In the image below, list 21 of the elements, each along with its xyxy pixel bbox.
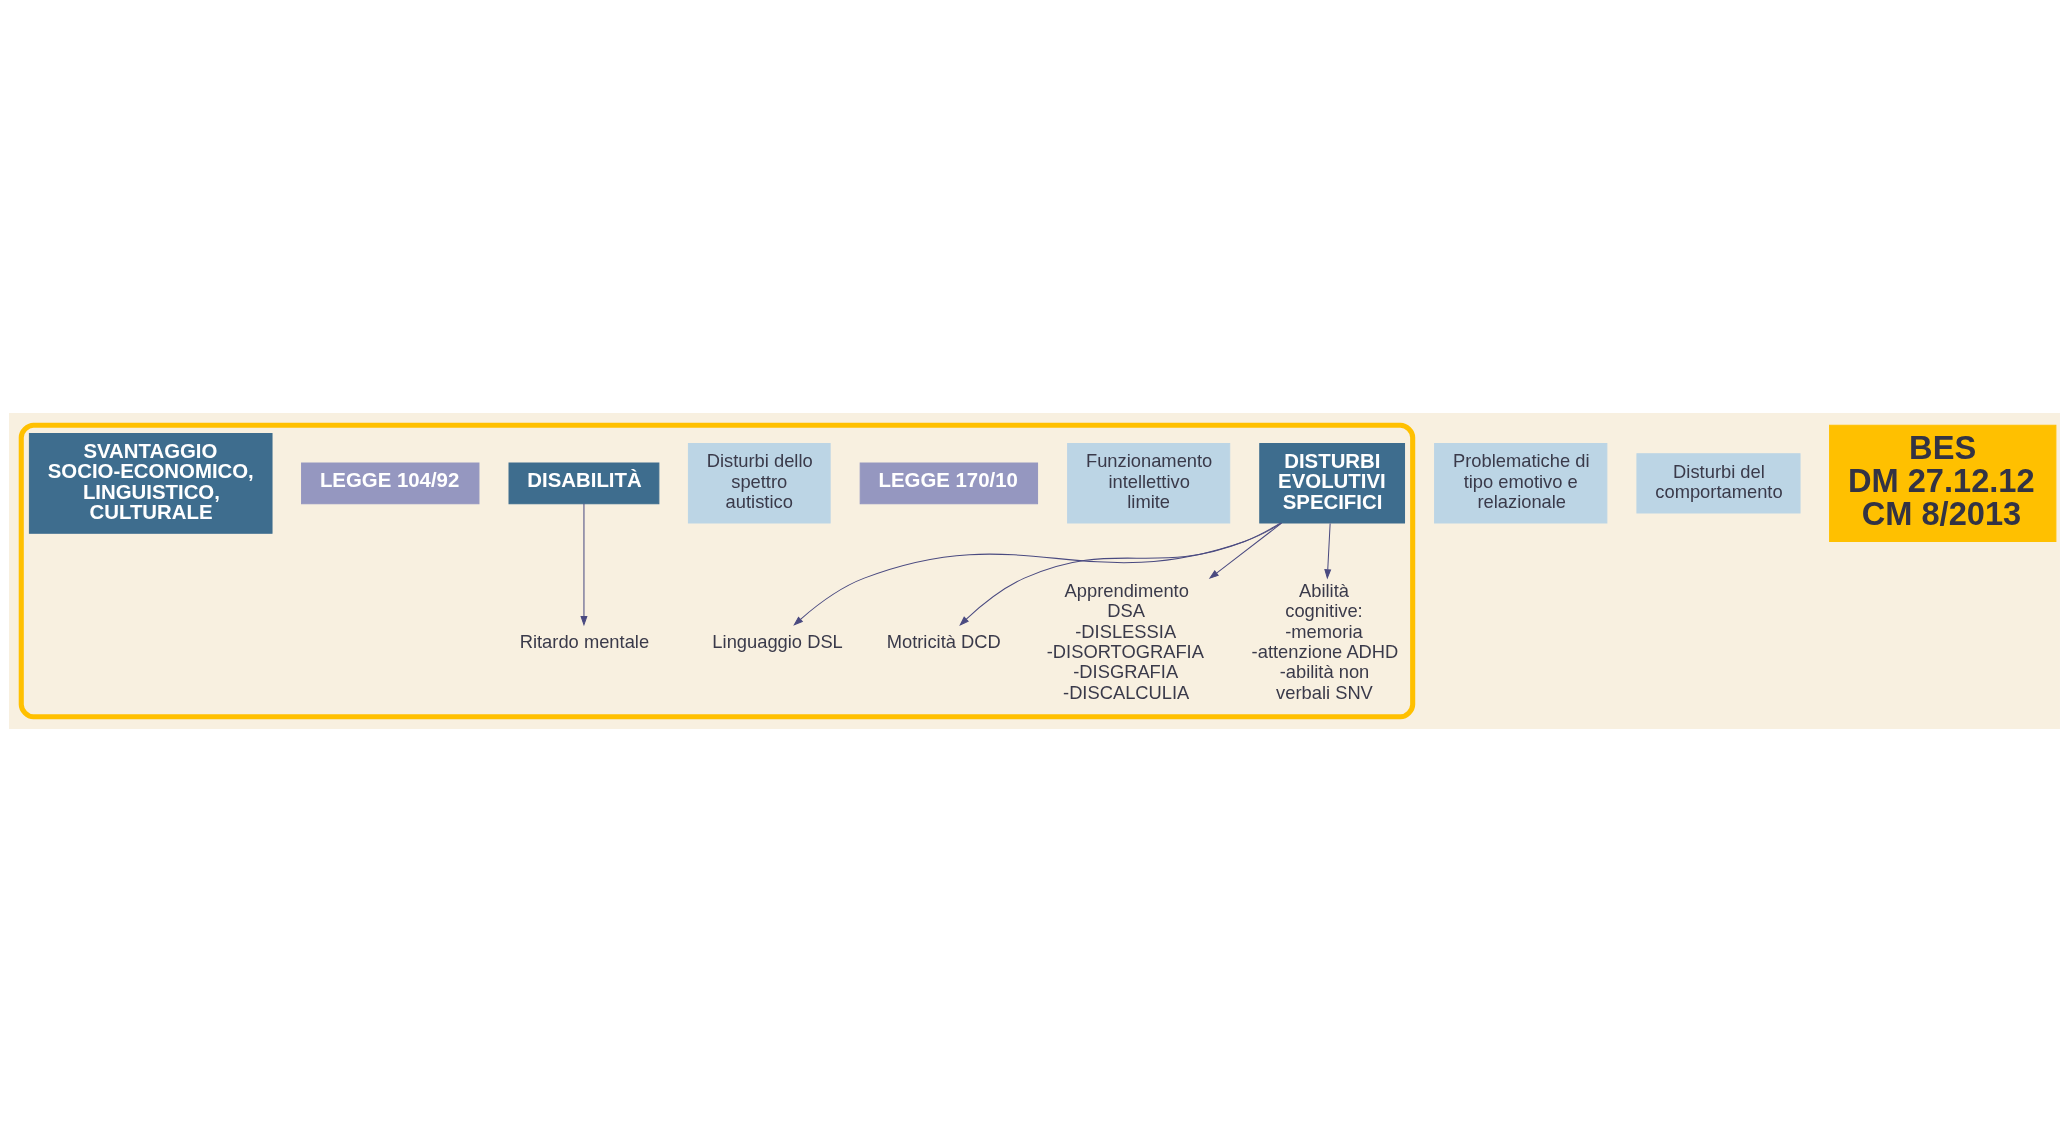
node-text: Ritardo mentale (519, 630, 650, 652)
arrow (793, 522, 1282, 626)
node-box: DISTURBI EVOLUTIVI SPECIFICI (1259, 442, 1406, 524)
node-box: LEGGE 104/92 (301, 461, 480, 504)
arrow (1324, 522, 1332, 579)
node-box: Problematiche di tipo emotivo e relazionale (1434, 442, 1608, 524)
node-text: Abilità cognitive: -memoria -attenzione ADHD -abilità non verbali SNV (1251, 579, 1399, 703)
node-box: BES DM 27.12.12 CM 8/2013 (1829, 424, 2057, 542)
arrow (1208, 522, 1283, 579)
node-box: Funzionamento intellettivo limite (1067, 442, 1231, 524)
node-box: SVANTAGGIO SOCIO-ECONOMICO, LINGUISTICO, CULTURALE (28, 432, 273, 534)
cluster (18, 422, 1416, 719)
node-text: Apprendimento DSA -DISLESSIA -DISORTOGRAFIA -DISGRAFIA -DISCALCULIA (1046, 579, 1204, 703)
node-box: LEGGE 170/10 (859, 461, 1039, 504)
node-box: Disturbi dello spettro autistico (687, 442, 831, 524)
arrow (959, 522, 1281, 626)
arrow (580, 502, 588, 626)
node-box: DISABILITÀ (508, 461, 660, 504)
node-text: Linguaggio DSL (712, 630, 843, 652)
node-text: Motricità DCD (886, 630, 1001, 652)
node-box: Disturbi del comportamento (1636, 452, 1801, 513)
